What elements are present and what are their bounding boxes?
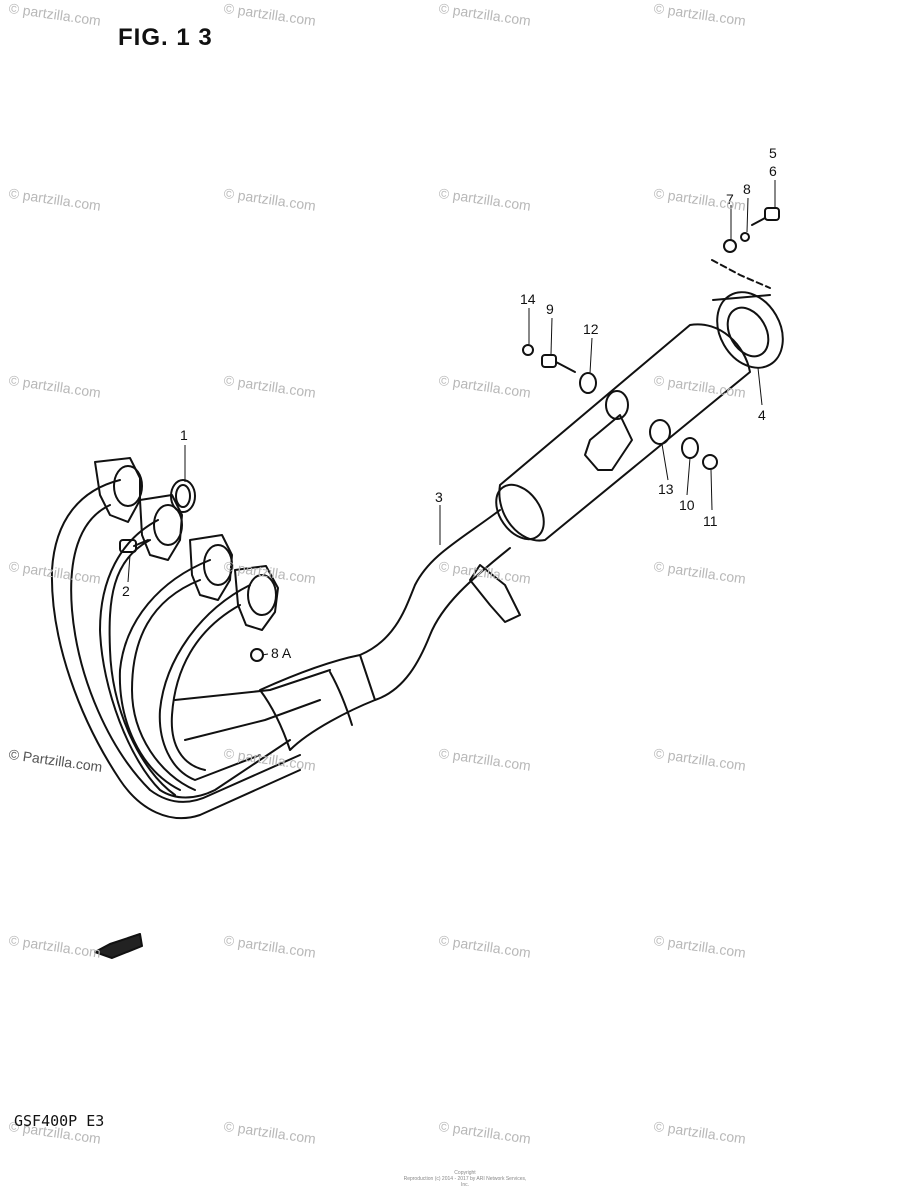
connecting-pipe bbox=[359, 509, 521, 701]
model-code: GSF400P E3 bbox=[14, 1112, 105, 1130]
bolt-part-2 bbox=[119, 539, 149, 553]
callout-4: 4 bbox=[758, 407, 766, 423]
callout-14: 14 bbox=[520, 291, 536, 307]
copyright-notice: Copyright Reproduction (c) 2014 - 2017 b… bbox=[400, 1170, 530, 1188]
callout-3: 3 bbox=[435, 489, 443, 505]
fwd-label: FWD bbox=[145, 926, 165, 940]
nut-part-8a bbox=[250, 648, 264, 662]
callout-1: 1 bbox=[180, 427, 188, 443]
callout-11: 11 bbox=[703, 513, 718, 529]
callout-5: 5 bbox=[769, 145, 777, 161]
fasteners-top-right bbox=[711, 207, 780, 289]
header-flanges bbox=[94, 457, 279, 631]
callout-10: 10 bbox=[679, 497, 695, 513]
gasket-part bbox=[170, 479, 196, 513]
figure-title: FIG. 1 3 bbox=[118, 24, 213, 51]
muffler-end-cap bbox=[712, 291, 784, 369]
callout-9: 9 bbox=[546, 301, 554, 317]
copyright-line2: Reproduction (c) 2014 - 2017 by ARI Netw… bbox=[403, 1176, 527, 1188]
exhaust-header-pipes bbox=[50, 479, 376, 820]
fasteners-middle bbox=[522, 344, 718, 470]
callout-8a: 8 A bbox=[271, 645, 292, 661]
fwd-arrow-icon bbox=[94, 933, 143, 959]
callout-2: 2 bbox=[122, 583, 130, 599]
callout-13: 13 bbox=[658, 481, 674, 497]
callout-7: 7 bbox=[726, 191, 734, 207]
callout-8: 8 bbox=[743, 181, 751, 197]
callout-6: 6 bbox=[769, 163, 777, 179]
muffler-body bbox=[495, 323, 751, 542]
copyright-line1: Copyright bbox=[454, 1170, 476, 1176]
callout-12: 12 bbox=[583, 321, 599, 337]
